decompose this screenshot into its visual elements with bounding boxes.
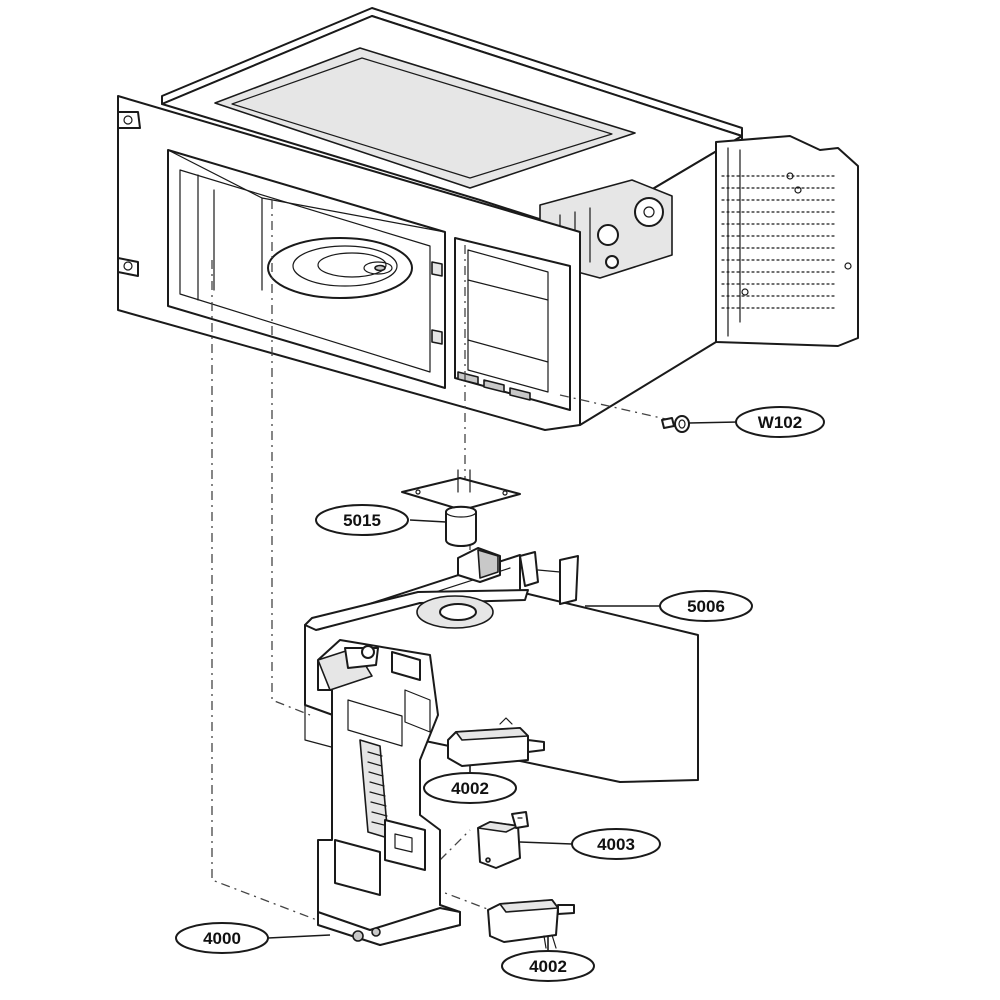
callout-label: 4002: [451, 779, 489, 798]
micro-switch-4002-lower: [487, 899, 575, 949]
callout-label: 4002: [529, 957, 567, 976]
leader-lines: [267, 421, 739, 955]
callout-5015: 5015: [315, 504, 409, 536]
micro-switch-4002-upper: [447, 717, 545, 767]
callout-w102: W102: [735, 406, 825, 438]
callout-5006: 5006: [659, 590, 753, 622]
screw-w102: [661, 415, 690, 433]
callout-label: 4000: [203, 929, 241, 948]
cabinet-assembly: [117, 7, 859, 431]
latch-housing-4000: [317, 639, 461, 946]
turntable: [267, 237, 413, 299]
callout-label: 5015: [343, 511, 381, 530]
callout-4002-lower: 4002: [501, 950, 595, 982]
lamp-5015: [401, 469, 521, 547]
callout-label: 4003: [597, 835, 635, 854]
callout-label: W102: [758, 413, 802, 432]
callout-label: 5006: [687, 597, 725, 616]
vent-grille: [721, 175, 837, 309]
micro-switch-4003: [477, 811, 529, 869]
callout-4000: 4000: [175, 922, 269, 954]
callout-4003: 4003: [571, 828, 661, 860]
callout-4002-upper: 4002: [423, 772, 517, 804]
